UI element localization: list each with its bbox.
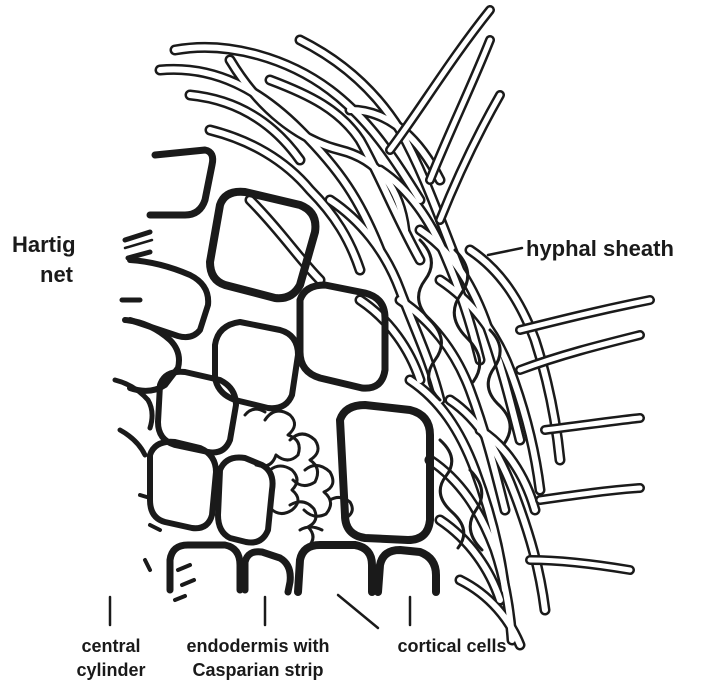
endodermis-label-line2: Casparian strip xyxy=(172,660,344,681)
cortical-cells xyxy=(115,150,430,543)
central-cylinder-label-line1: central xyxy=(66,636,156,657)
hartig-net-label-line1: Hartig xyxy=(12,232,76,258)
hyphal-sheath-leader xyxy=(488,248,522,255)
cortical-leader-1 xyxy=(338,595,378,628)
central-cylinder-label-line2: cylinder xyxy=(66,660,156,681)
hartig-net-hyphae xyxy=(245,409,352,547)
hyphal-sheath-label: hyphal sheath xyxy=(526,236,674,262)
cortical-cells-label: cortical cells xyxy=(382,636,522,657)
hartig-net-label-line2: net xyxy=(40,262,73,288)
endodermis-label-line1: endodermis with xyxy=(172,636,344,657)
hyphal-sheath-mantle xyxy=(160,40,560,645)
